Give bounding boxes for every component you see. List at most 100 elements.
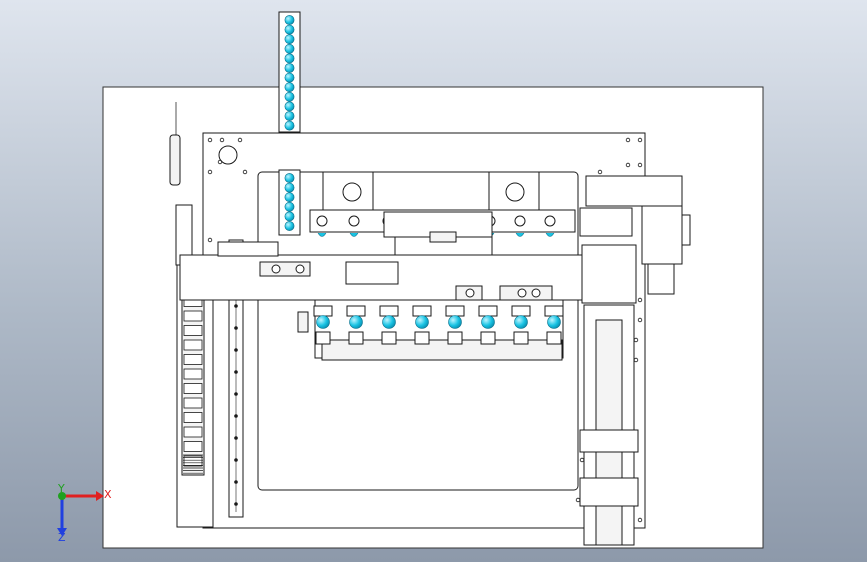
adjust-knob — [297, 311, 309, 333]
upper-nozzle — [316, 215, 328, 227]
chain-link — [183, 383, 203, 394]
chain-link — [183, 426, 203, 438]
chain-link — [183, 354, 203, 365]
left-tool — [169, 102, 181, 186]
plate-hole — [207, 237, 213, 243]
feed-ball — [284, 101, 295, 112]
valve-block — [383, 211, 493, 260]
feed-ball — [284, 53, 295, 64]
lower-nozzle-mount — [346, 305, 366, 317]
feed-ball — [284, 63, 295, 73]
rail-mark — [234, 392, 238, 396]
y-axis-dot — [58, 492, 66, 500]
feed-ball — [284, 182, 295, 193]
upper-nozzle — [514, 215, 526, 227]
lower-nozzle-ball — [316, 315, 330, 329]
upper-nozzle-tip — [545, 232, 555, 237]
rail-mark — [234, 348, 238, 352]
coordinate-triad[interactable] — [57, 491, 104, 536]
plate-hole — [637, 517, 643, 523]
lower-nozzle-mount — [511, 305, 531, 317]
rail-mark — [234, 304, 238, 308]
y-axis-label: Y — [58, 482, 65, 495]
plate-hole — [217, 159, 223, 165]
feed-ball — [284, 192, 295, 203]
lower-nozzle-mount — [445, 305, 465, 317]
lower-nozzle-ball — [448, 315, 462, 329]
plate-hole — [207, 137, 213, 143]
upper-nozzle — [544, 215, 556, 227]
chain-link — [183, 325, 203, 336]
feed-balls — [284, 15, 295, 231]
feed-ball — [284, 201, 295, 212]
feed-ball — [284, 111, 295, 121]
plate-hole — [637, 162, 643, 168]
plate-hole — [237, 137, 243, 143]
feed-ball — [284, 43, 295, 54]
feed-ball — [284, 34, 295, 45]
upper-nozzle — [348, 215, 360, 227]
plate-hole — [219, 137, 225, 143]
upper-nozzle-tip — [515, 232, 525, 237]
chain-link — [183, 368, 203, 380]
lower-nozzle-body — [381, 331, 397, 345]
plate-hole — [207, 169, 213, 175]
lower-nozzle-body — [348, 331, 364, 345]
lower-nozzle-ball — [349, 315, 363, 329]
plate-hole — [637, 317, 643, 323]
lower-nozzle-ball — [415, 315, 429, 329]
feed-ball — [284, 211, 295, 222]
feed-ball — [284, 72, 295, 83]
plate-hole — [242, 169, 248, 175]
lower-nozzle-mount — [379, 305, 399, 317]
upper-nozzle-tip — [349, 232, 359, 237]
lower-nozzle-body — [447, 331, 463, 345]
feed-ball — [284, 15, 295, 25]
right-chain — [579, 304, 639, 546]
lower-nozzle-body — [546, 331, 562, 345]
plate-hole — [637, 137, 643, 143]
rail-mark — [234, 370, 238, 374]
plate-hole — [637, 297, 643, 303]
rail-mark — [234, 436, 238, 440]
feed-ball — [284, 120, 295, 131]
plate-hole — [597, 169, 603, 175]
z-axis-label: Z — [58, 531, 66, 544]
rail-mark — [234, 458, 238, 462]
lower-nozzle-mount — [544, 305, 564, 317]
plate-hole — [625, 137, 631, 143]
lower-nozzle-body — [513, 331, 529, 345]
chain-link — [183, 441, 203, 452]
left-bracket — [175, 204, 214, 528]
chain-link — [183, 339, 203, 351]
upper-clamps — [322, 171, 540, 211]
rail-mark — [234, 326, 238, 330]
chain-link — [183, 412, 203, 423]
lower-nozzle-mount — [478, 305, 498, 317]
servo-motor — [579, 175, 691, 295]
feed-ball — [284, 91, 295, 102]
x-axis-label: X — [104, 488, 112, 501]
lower-nozzle-body — [480, 331, 496, 345]
gantry-beam — [179, 241, 637, 304]
plate-hole — [625, 162, 631, 168]
lower-nozzle-ball — [481, 315, 495, 329]
cable-chain-left — [183, 281, 203, 474]
chain-link — [183, 310, 203, 322]
rail-mark — [234, 502, 238, 506]
lower-nozzle-ball — [547, 315, 561, 329]
lower-nozzle-ball — [514, 315, 528, 329]
upper-nozzle-tip — [317, 232, 327, 237]
mounting-holes — [207, 137, 643, 523]
lower-nozzle-mount — [412, 305, 432, 317]
feed-ball — [284, 24, 295, 35]
feed-ball — [284, 221, 295, 231]
lower-nozzle-body — [315, 331, 331, 345]
rail-mark — [234, 414, 238, 418]
lower-nozzles — [313, 305, 564, 345]
lower-nozzle-mount — [313, 305, 333, 317]
feed-ball — [284, 173, 295, 183]
feed-ball — [284, 82, 295, 93]
